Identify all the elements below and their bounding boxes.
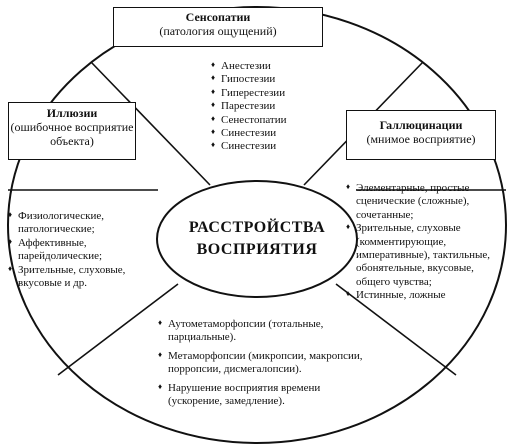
illusion-box: Иллюзии (ошибочное восприятие объекта): [8, 102, 136, 160]
list-item: Сенестопатии: [211, 114, 321, 127]
list-item: Синестезии: [211, 140, 321, 153]
list-item: Истинные, ложные: [346, 289, 498, 302]
center-title-line2: ВОСПРИЯТИЯ: [196, 240, 318, 258]
list-item: Нарушение восприятия времени (ускорение,…: [158, 382, 363, 409]
divider-top-left: [90, 61, 211, 186]
hallucination-list: Элементарные, простые сценические (сложн…: [346, 182, 498, 303]
sensopathy-title: Сенсопатии: [185, 10, 251, 24]
hallucination-title: Галлюцинации: [379, 118, 463, 132]
list-item: Метаморфопсии (микропсии, макропсии, пор…: [158, 350, 363, 377]
list-item: Аффективные, парейдолические;: [8, 237, 136, 264]
list-item: Зрительные, слуховые (комментирующие, им…: [346, 222, 498, 289]
illusion-title: Иллюзии: [46, 106, 98, 120]
list-item: Аутометаморфопсии (тотальные, парциальны…: [158, 318, 363, 345]
sensopathy-list: Анестезии Гипостезии Гиперестезии Парест…: [211, 60, 321, 154]
list-item: Анестезии: [211, 60, 321, 73]
hallucination-subtitle: (мнимое восприятие): [366, 131, 476, 146]
sensopathy-box: Сенсопатии (патология ощущений): [113, 7, 323, 47]
list-item: Физиологические, патологические;: [8, 210, 136, 237]
illusion-list: Физиологические, патологические; Аффекти…: [8, 210, 136, 290]
list-item: Гипостезии: [211, 73, 321, 86]
divider-bottom-left: [57, 283, 179, 376]
list-item: Гиперестезии: [211, 87, 321, 100]
sensopathy-subtitle: (патология ощущений): [159, 23, 277, 38]
hallucination-box: Галлюцинации (мнимое восприятие): [346, 110, 496, 160]
illusion-subtitle: (ошибочное восприятие объекта): [10, 119, 134, 148]
list-item: Парестезии: [211, 100, 321, 113]
list-item: Элементарные, простые сценические (сложн…: [346, 182, 498, 222]
list-item: Зрительные, слуховые, вкусовые и др.: [8, 264, 136, 291]
center-title-line1: РАССТРОЙСТВА: [188, 219, 326, 236]
list-item: Синестезии: [211, 127, 321, 140]
center-title: РАССТРОЙСТВА ВОСПРИЯТИЯ: [167, 217, 347, 260]
perception-time-list: Аутометаморфопсии (тотальные, парциальны…: [158, 318, 363, 408]
